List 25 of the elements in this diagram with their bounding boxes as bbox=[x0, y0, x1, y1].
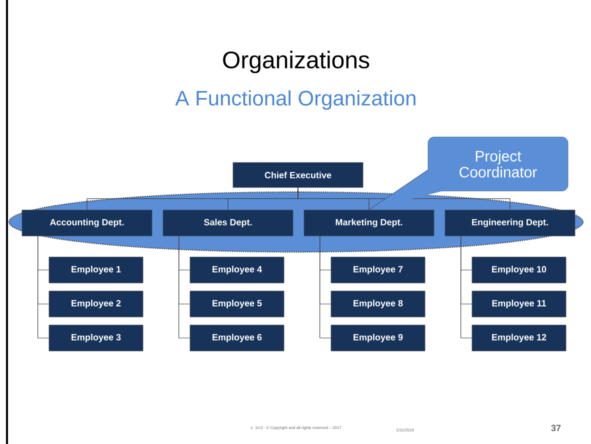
subtitle: A Functional Organization bbox=[175, 90, 416, 110]
employee-box: Employee 2 bbox=[48, 290, 144, 318]
employee-box: Employee 12 bbox=[472, 324, 566, 352]
employee-box: Employee 6 bbox=[190, 324, 284, 352]
employee-box: Employee 8 bbox=[330, 290, 426, 318]
page-number: 37 bbox=[551, 424, 561, 432]
connector-line bbox=[178, 236, 190, 338]
connector-line bbox=[38, 236, 50, 338]
department-box: Sales Dept. bbox=[162, 210, 294, 236]
connector-line bbox=[320, 236, 332, 338]
department-box: Engineering Dept. bbox=[444, 210, 576, 236]
employee-box: Employee 11 bbox=[472, 290, 566, 318]
employee-box: Employee 4 bbox=[190, 256, 284, 284]
employee-box: Employee 1 bbox=[48, 256, 144, 284]
department-box: Accounting Dept. bbox=[22, 210, 152, 236]
employee-box: Employee 3 bbox=[48, 324, 144, 352]
employee-box: Employee 5 bbox=[190, 290, 284, 318]
callout-box: Project Coordinator bbox=[428, 136, 568, 192]
employee-box: Employee 9 bbox=[330, 324, 426, 352]
employee-box: Employee 7 bbox=[330, 256, 426, 284]
employee-box: Employee 10 bbox=[472, 256, 566, 284]
executive-box: Chief Executive bbox=[232, 162, 364, 188]
connector-line bbox=[460, 236, 472, 338]
title: Organizations bbox=[223, 50, 370, 74]
department-box: Marketing Dept. bbox=[304, 210, 434, 236]
